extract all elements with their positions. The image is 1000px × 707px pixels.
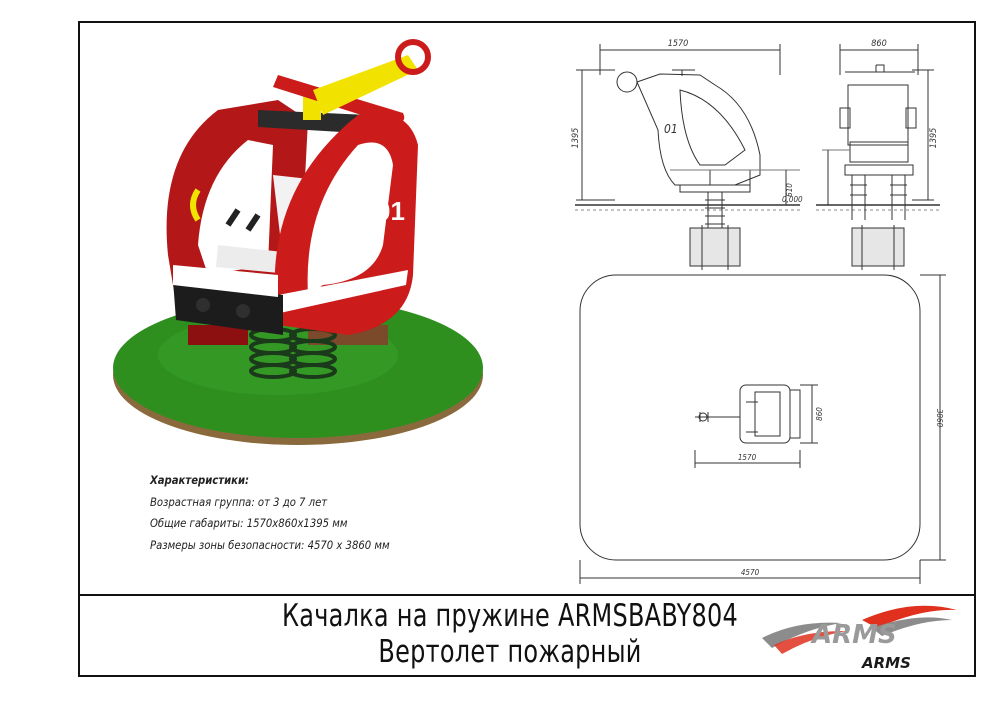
front-view: [816, 44, 940, 270]
title-block-divider: [78, 594, 976, 596]
specifications-block: Характеристики: Возрастная группа: от 3 …: [150, 470, 510, 556]
cockpit-roof: [258, 110, 368, 133]
side-view-height-label: 1395: [571, 128, 581, 149]
handle-yellow: [190, 188, 201, 222]
drawing-frame: [78, 21, 976, 677]
side-view-number: 01: [664, 122, 678, 136]
handle-left: [225, 208, 261, 232]
arms-logo: ARMS ARMS: [762, 605, 957, 672]
safety-zone-outline: [579, 274, 921, 561]
front-window: [307, 142, 393, 295]
zone-depth-label: 3860: [935, 409, 944, 428]
specs-age-group: Возрастная группа: от 3 до 7 лет: [150, 495, 328, 509]
spring: [249, 327, 337, 379]
logo-brand-large: ARMS: [810, 620, 897, 650]
plan-view: [579, 274, 946, 584]
side-view: [575, 44, 800, 270]
front-view-height-label: 1395: [929, 128, 939, 149]
ground-level-label: 0,000: [782, 195, 803, 204]
zone-width-label: 4570: [741, 568, 760, 577]
base-foot: [188, 325, 248, 345]
tail-rotor: [395, 39, 431, 75]
number-decal: 01: [376, 196, 405, 226]
specs-heading: Характеристики:: [150, 474, 250, 487]
product-title: Качалка на пружине ARMSBABY804: [281, 598, 739, 634]
title-block: Качалка на пружине ARMSBABY804 Вертолет …: [200, 598, 820, 674]
side-view-seat-height-label: 610: [785, 183, 794, 197]
side-view-width-label: 1570: [668, 39, 689, 49]
specs-dimensions: Общие габариты: 1570х860х1395 мм: [150, 517, 348, 530]
item-length-label: 1570: [738, 453, 757, 462]
specs-safety-zone: Размеры зоны безопасности: 4570 х 3860 м…: [150, 538, 390, 552]
logo-brand-small: ARMS: [861, 654, 911, 672]
product-render: 01: [113, 39, 483, 445]
product-subtitle: Вертолет пожарный: [378, 634, 642, 670]
tail-boom: [313, 55, 418, 115]
front-stripe: [278, 270, 408, 313]
technical-drawings: 01 1570 1395 610 0,000 860 1395: [571, 39, 946, 584]
front-view-width-label: 860: [871, 39, 886, 49]
item-width-label: 860: [815, 407, 824, 421]
